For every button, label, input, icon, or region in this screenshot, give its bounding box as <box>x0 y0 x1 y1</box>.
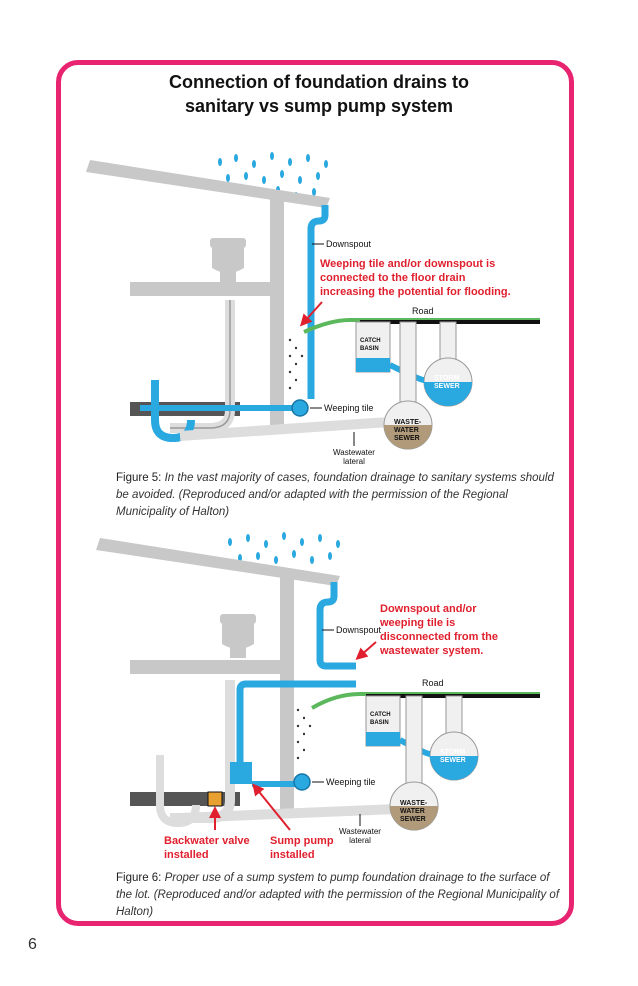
warning-line-4: wastewater system. <box>379 645 483 657</box>
gravel-icon <box>288 338 304 390</box>
sump-pump-label-2: installed <box>270 849 315 861</box>
page-title: Connection of foundation drains to sanit… <box>0 70 638 118</box>
warning-line-2: weeping tile is <box>379 617 455 629</box>
warning-line-1: Weeping tile and/or downspout is <box>320 258 495 270</box>
floor-drain-trap <box>151 380 195 443</box>
downspout-pipe <box>307 205 329 399</box>
label-weeping-tile: Weeping tile <box>324 403 373 413</box>
caption-lead: Figure 6: <box>116 872 162 884</box>
lateral-pipe <box>179 415 421 441</box>
sump-discharge-pipe <box>236 680 356 770</box>
svg-text:Downspout and/or weeping: Downspout and/or weeping tile is disconn… <box>379 603 501 657</box>
weeping-tile-icon <box>291 399 309 417</box>
backwater-valve <box>207 791 223 807</box>
backwater-valve-label-1: Backwater valve <box>164 835 250 847</box>
figure-6-caption: Figure 6: Proper use of a sump system to… <box>116 870 566 921</box>
rain-icon <box>228 532 340 564</box>
ground-slope <box>303 318 540 334</box>
roof <box>86 160 330 208</box>
weeping-tile-icon <box>293 773 311 791</box>
caption-lead: Figure 5: <box>116 472 162 484</box>
downspout-pipe <box>316 582 356 670</box>
label-downspout: Downspout <box>326 239 372 249</box>
roof <box>96 538 340 586</box>
label-downspout: Downspout <box>336 625 382 635</box>
label-road: Road <box>422 678 444 688</box>
caption-text: In the vast majority of cases, foundatio… <box>116 472 554 518</box>
svg-text:Weeping tile and/or downspout: Weeping tile and/or downspout is connect… <box>320 258 511 298</box>
page-number: 6 <box>28 936 37 953</box>
toilet-icon <box>220 614 256 658</box>
warning-line-3: disconnected from the <box>380 631 498 643</box>
house-wall <box>270 198 284 426</box>
caption-text: Proper use of a sump system to pump foun… <box>116 872 560 918</box>
figure-5-caption: Figure 5: In the vast majority of cases,… <box>116 470 566 521</box>
figure-6-diagram: Downspout Downspout and/or weeping tile … <box>60 530 540 870</box>
label-weeping-tile: Weeping tile <box>326 777 375 787</box>
upper-floor <box>130 660 294 674</box>
gravel-icon <box>296 708 312 760</box>
warning-line-2: connected to the floor drain <box>320 272 466 284</box>
label-road: Road <box>412 306 434 316</box>
warning-line-3: increasing the potential for flooding. <box>320 286 511 298</box>
toilet-icon <box>210 238 246 282</box>
upper-floor <box>130 282 284 296</box>
sump-pump-label-1: Sump pump <box>270 835 334 847</box>
basement-floor <box>130 792 240 806</box>
sump-pit <box>230 762 252 784</box>
figure-5-diagram: Downspout Weeping tile and/or downspout … <box>60 150 540 470</box>
backwater-valve-label-2: installed <box>164 849 209 861</box>
title-line-2: sanitary vs sump pump system <box>184 96 454 116</box>
house-wall <box>280 576 294 816</box>
warning-line-1: Downspout and/or <box>380 603 477 615</box>
ground-slope <box>310 692 540 710</box>
title-line-1: Connection of foundation drains to <box>169 72 469 92</box>
